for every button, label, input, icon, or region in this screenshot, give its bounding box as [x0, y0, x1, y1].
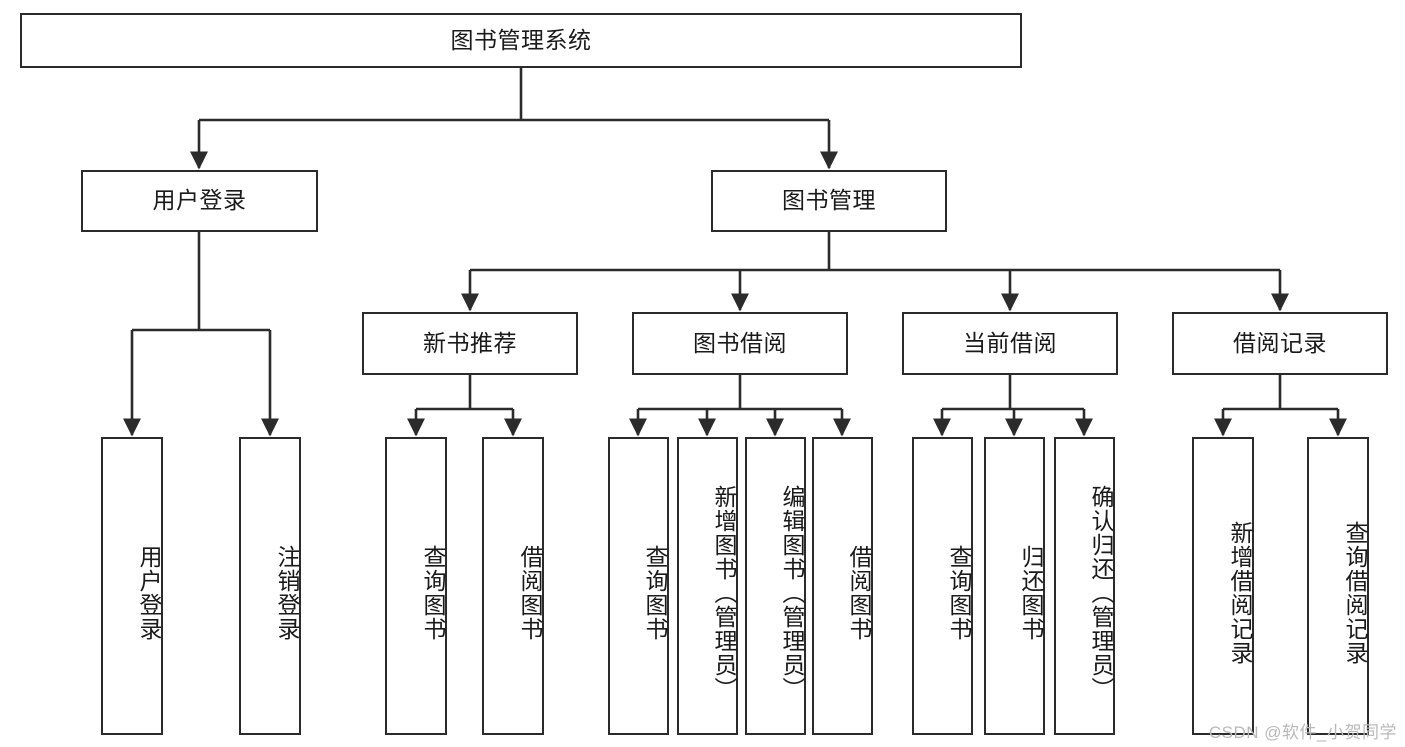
node-current-borrow[interactable]: 当前借阅 [902, 312, 1118, 375]
node-leaf-borrow-book-recommend[interactable]: 借阅图书 [482, 437, 544, 735]
node-leaf-edit-book-admin[interactable]: 编辑图书（管理员） [745, 437, 806, 735]
node-leaf-return-book-label: 归还图书 [1018, 545, 1044, 641]
node-new-book-recommend-label: 新书推荐 [423, 329, 517, 356]
node-leaf-query-book-current[interactable]: 查询图书 [912, 437, 973, 735]
node-leaf-add-book-admin-label: 新增图书（管理员） [711, 485, 737, 701]
node-leaf-return-book[interactable]: 归还图书 [984, 437, 1045, 735]
node-leaf-add-borrow-record-label: 新增借阅记录 [1227, 521, 1253, 665]
watermark: CSDN @软件_小贺同学 [1208, 723, 1397, 742]
node-leaf-borrow-book-recommend-label: 借阅图书 [517, 545, 543, 641]
node-leaf-query-borrow-record-label: 查询借阅记录 [1342, 521, 1368, 665]
node-user-login-label: 用户登录 [152, 187, 247, 214]
node-leaf-query-book-borrow[interactable]: 查询图书 [608, 437, 669, 735]
node-user-login[interactable]: 用户登录 [81, 170, 318, 232]
node-leaf-user-login-label: 用户登录 [136, 545, 162, 641]
node-new-book-recommend[interactable]: 新书推荐 [362, 312, 578, 375]
node-leaf-query-book-borrow-label: 查询图书 [642, 545, 668, 641]
node-book-management-label: 图书管理 [782, 187, 876, 214]
node-leaf-query-book-recommend-label: 查询图书 [420, 545, 446, 641]
node-book-borrow[interactable]: 图书借阅 [632, 312, 848, 375]
node-leaf-user-login[interactable]: 用户登录 [101, 437, 163, 735]
node-leaf-logout-label: 注销登录 [274, 545, 300, 641]
node-root[interactable]: 图书管理系统 [20, 13, 1022, 68]
node-leaf-add-borrow-record[interactable]: 新增借阅记录 [1192, 437, 1254, 735]
node-current-borrow-label: 当前借阅 [963, 329, 1057, 356]
node-leaf-confirm-return-admin-label: 确认归还（管理员） [1088, 485, 1114, 701]
node-root-label: 图书管理系统 [450, 26, 592, 53]
node-borrow-record[interactable]: 借阅记录 [1172, 312, 1388, 375]
node-leaf-query-borrow-record[interactable]: 查询借阅记录 [1307, 437, 1369, 735]
node-book-borrow-label: 图书借阅 [693, 329, 787, 356]
node-book-management[interactable]: 图书管理 [711, 170, 947, 232]
node-leaf-add-book-admin[interactable]: 新增图书（管理员） [677, 437, 738, 735]
node-leaf-query-book-current-label: 查询图书 [946, 545, 972, 641]
node-leaf-edit-book-admin-label: 编辑图书（管理员） [779, 485, 805, 701]
node-leaf-confirm-return-admin[interactable]: 确认归还（管理员） [1054, 437, 1115, 735]
node-leaf-borrow-book-label: 借阅图书 [846, 545, 872, 641]
node-borrow-record-label: 借阅记录 [1233, 329, 1327, 356]
node-leaf-logout[interactable]: 注销登录 [239, 437, 301, 735]
node-leaf-query-book-recommend[interactable]: 查询图书 [385, 437, 447, 735]
node-leaf-borrow-book[interactable]: 借阅图书 [812, 437, 873, 735]
